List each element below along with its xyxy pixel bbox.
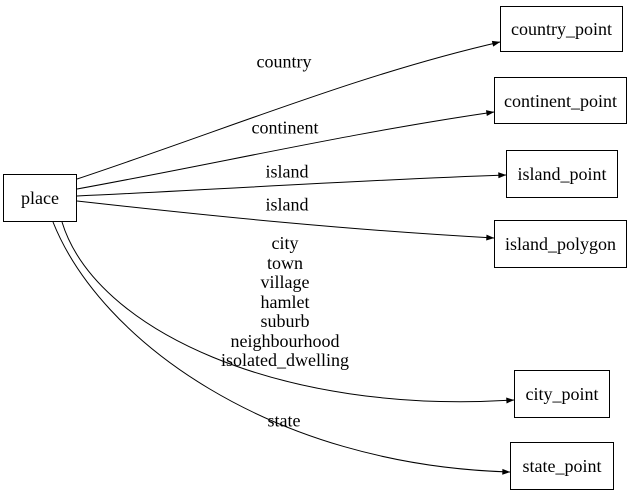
edge-label-country: country [256, 51, 312, 72]
node-label-continent-point: continent_point [504, 90, 617, 111]
edge-place-to-state-point [52, 221, 511, 475]
node-label-island-polygon: island_polygon [505, 234, 616, 254]
node-island-polygon: island_polygon [494, 220, 627, 268]
edge-label-city-types: city town village hamlet suburb neighbou… [221, 232, 349, 370]
edge-label-island-point: island [265, 161, 309, 182]
node-label-city-point: city_point [525, 384, 599, 404]
node-island-point: island_point [506, 150, 618, 198]
node-label-country-point: country_point [511, 19, 612, 39]
edge-place-to-city-point [61, 221, 515, 404]
node-place: place [3, 174, 77, 222]
node-continent-point: continent_point [494, 77, 627, 124]
edge-place-to-island-point [76, 172, 507, 197]
edge-place-to-country-point [76, 40, 501, 180]
node-state-point: state_point [510, 442, 614, 490]
edge-label-island-polygon: island [265, 194, 309, 215]
node-country-point: country_point [500, 6, 623, 52]
edge-label-state: state [267, 410, 301, 431]
node-label-place: place [21, 188, 59, 208]
node-city-point: city_point [514, 370, 610, 418]
node-label-island-point: island_point [517, 164, 607, 184]
edge-place-to-island-polygon [76, 200, 495, 241]
edge-place-to-continent-point [76, 110, 495, 190]
edge-label-continent: continent [251, 117, 319, 138]
node-label-state-point: state_point [522, 456, 602, 476]
